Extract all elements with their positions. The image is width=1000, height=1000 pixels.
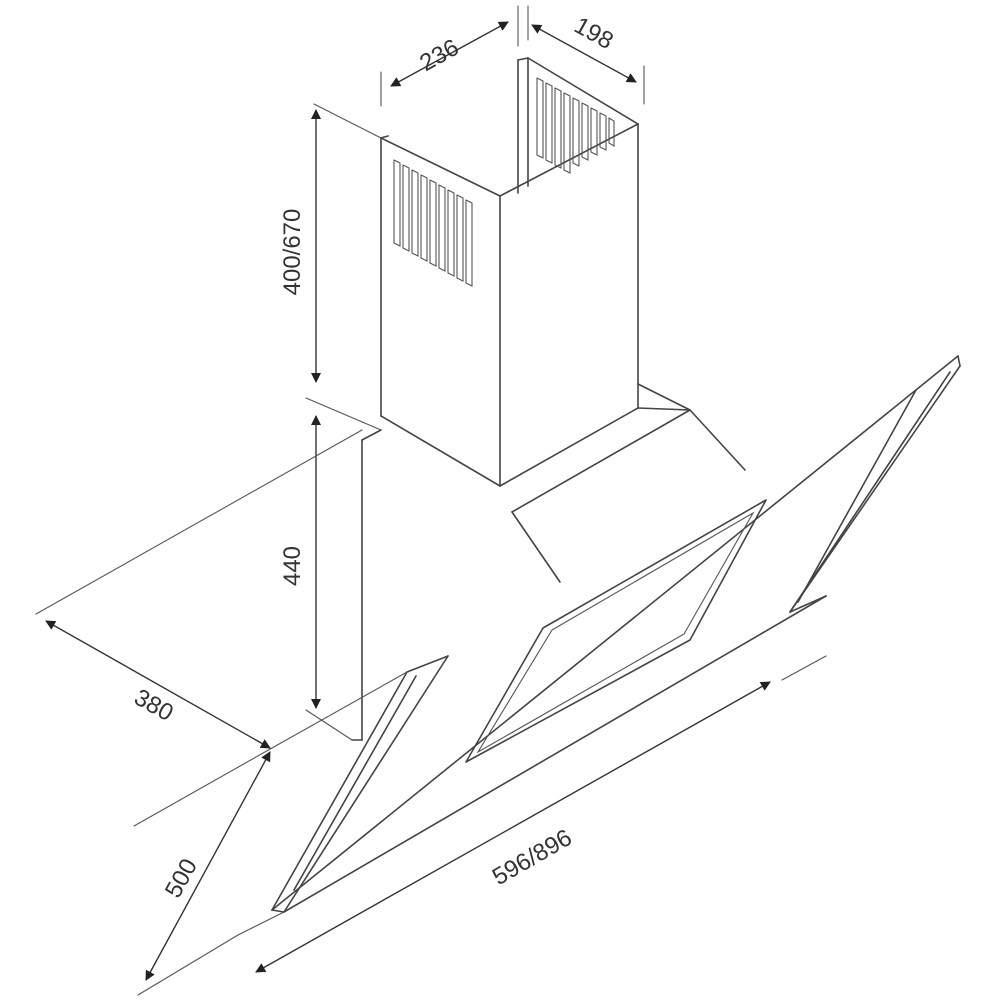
dimension-chimney-width: 236 xyxy=(380,5,519,107)
dimension-hood-depth: 380 xyxy=(35,429,363,749)
glass-window xyxy=(465,499,767,763)
vent-slots-rear xyxy=(536,77,615,174)
dimension-body-height: 440 xyxy=(279,415,353,741)
chimney-left-panel xyxy=(380,135,501,417)
label-chimney-height: 400/670 xyxy=(279,209,306,296)
label-hood-depth: 380 xyxy=(130,684,178,727)
dimension-glass-depth: 500 xyxy=(133,671,408,981)
label-chimney-depth: 198 xyxy=(570,12,618,55)
label-body-height: 440 xyxy=(279,546,306,586)
chimney-front-panel xyxy=(499,123,639,487)
label-glass-depth: 500 xyxy=(160,854,203,902)
chimney xyxy=(380,57,639,487)
dimension-hood-width: 596/896 xyxy=(137,655,827,996)
vent-slots-left xyxy=(393,159,473,287)
chimney-rear-panel xyxy=(517,57,639,194)
dimension-chimney-depth: 198 xyxy=(527,5,645,105)
label-chimney-width: 236 xyxy=(415,34,463,77)
dimension-chimney-height: 400/670 xyxy=(279,103,382,431)
glass-panel xyxy=(271,355,961,913)
